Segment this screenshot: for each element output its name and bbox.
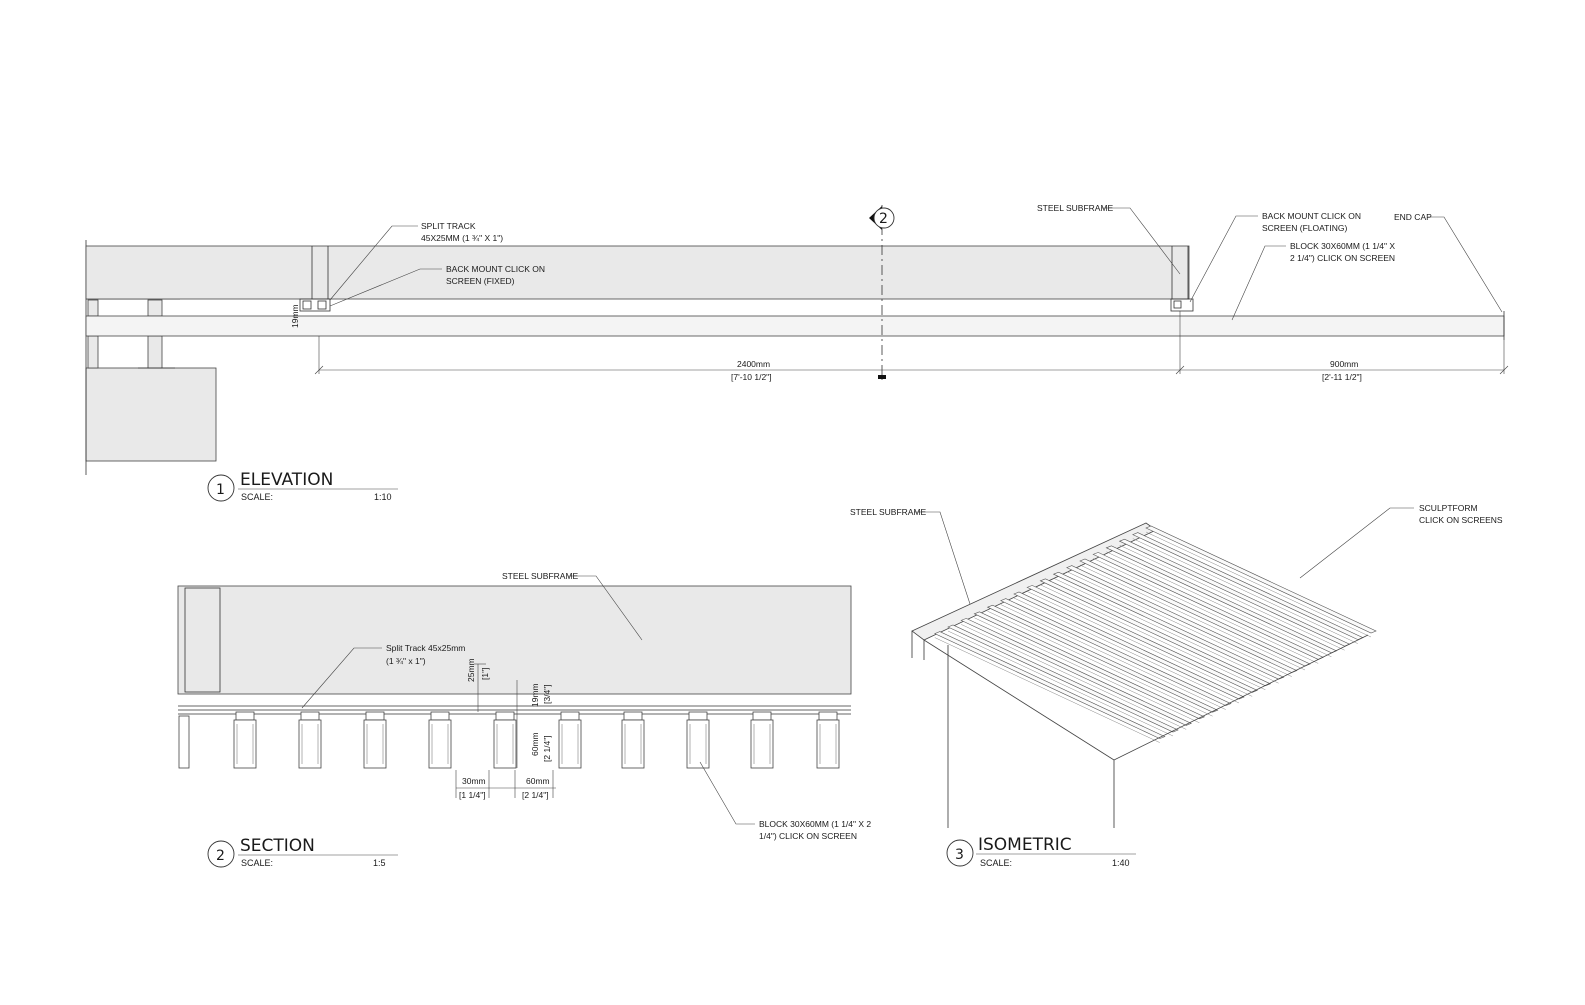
section-dimensions: 25mm [1"] 19mm [3/4"] 60mm [2 1/4"] 30mm…: [455, 658, 556, 800]
elevation-scale-value: 1:10: [374, 492, 392, 502]
elevation-floating-mount: [1170, 298, 1194, 312]
elevation-dimension: 2400mm [7'-10 1/2"] 900mm [2'-11 1/2"]: [314, 311, 1509, 382]
section-scale-value: 1:5: [373, 858, 386, 868]
note-split-track-size: 45X25MM (1 ¾" X 1"): [421, 233, 503, 243]
note-end-cap: END CAP: [1394, 212, 1432, 222]
section-steel-subframe: [177, 585, 852, 695]
elevation-wall-block: [85, 367, 217, 462]
isometric-blade: [1079, 558, 1311, 671]
dim-60mm-width-imperial: [2 1/4"]: [522, 790, 549, 800]
section-note-block: BLOCK 30X60MM (1 1/4" X 2: [759, 819, 871, 829]
dim-60mm-height-imperial: [2 1/4"]: [542, 735, 552, 762]
elevation-drawing: 19mm 2 2400mm [7'-10 1/2"] 900mm [2'-11 …: [85, 203, 1509, 475]
isometric-blade: [1026, 585, 1258, 697]
note-back-mount-fixed: BACK MOUNT CLICK ON: [446, 264, 545, 274]
isometric-blade: [947, 624, 1179, 737]
dim-cantilever-imperial: [2'-11 1/2"]: [1322, 372, 1362, 382]
section-blade: [298, 711, 322, 769]
note-split-track: SPLIT TRACK: [421, 221, 476, 231]
elevation-title-block: 1 ELEVATION SCALE: 1:10: [207, 470, 398, 502]
isometric-blade: [1000, 598, 1232, 710]
note-block: BLOCK 30X60MM (1 1/4" X: [1290, 241, 1395, 251]
dim-span-main-mm: 2400mm: [737, 359, 770, 369]
dim-19mm: 19mm: [530, 683, 540, 707]
dim-60mm-height: 60mm: [530, 732, 540, 756]
section-blade: [233, 711, 257, 769]
isometric-blade: [986, 604, 1219, 717]
section-blade: [428, 711, 452, 769]
section-blade: [178, 715, 190, 769]
dim-cantilever-mm: 900mm: [1330, 359, 1358, 369]
section-blade: [750, 711, 774, 769]
elevation-number: 1: [216, 482, 225, 498]
isometric-blade: [1052, 571, 1285, 684]
isometric-number: 3: [955, 847, 964, 863]
note-block-2: 2 1/4") CLICK ON SCREEN: [1290, 253, 1395, 263]
dim-30mm-width: 30mm: [462, 776, 486, 786]
section-note-steel-subframe: STEEL SUBFRAME: [502, 571, 579, 581]
dim-30mm-width-imperial: [1 1/4"]: [459, 790, 486, 800]
section-scale-label: SCALE:: [241, 858, 273, 868]
isometric-drawing: STEEL SUBFRAME SCULPTFORM CLICK ON SCREE…: [850, 503, 1503, 828]
section-blade: [493, 711, 517, 769]
isometric-steel-subframe: [911, 522, 1157, 641]
section-marker[interactable]: 2: [869, 206, 895, 230]
section-note-split-track: Split Track 45x25mm: [386, 643, 465, 653]
section-note-split-track-size: (1 ¾" x 1"): [386, 656, 426, 666]
section-title: SECTION: [240, 836, 315, 856]
section-number: 2: [216, 848, 225, 864]
isometric-title: ISOMETRIC: [978, 835, 1072, 855]
section-drawing: 25mm [1"] 19mm [3/4"] 60mm [2 1/4"] 30mm…: [177, 571, 871, 841]
isometric-scale-value: 1:40: [1112, 858, 1130, 868]
section-blade: [621, 711, 645, 769]
elevation-title: ELEVATION: [240, 470, 333, 490]
note-steel-subframe: STEEL SUBFRAME: [1037, 203, 1114, 213]
section-blade: [686, 711, 710, 769]
isometric-blades: [923, 525, 1377, 761]
elevation-steel-subframe: [85, 245, 1190, 300]
dim-25mm: 25mm: [466, 658, 476, 682]
section-blade: [558, 711, 582, 769]
dim-60mm-width: 60mm: [526, 776, 550, 786]
isometric-blade: [1066, 565, 1298, 677]
note-back-mount-floating: BACK MOUNT CLICK ON: [1262, 211, 1361, 221]
section-note-block-2: 1/4") CLICK ON SCREEN: [759, 831, 857, 841]
isometric-blade: [960, 618, 1192, 730]
section-title-block: 2 SECTION SCALE: 1:5: [207, 836, 398, 868]
isometric-title-block: 3 ISOMETRIC SCALE: 1:40: [946, 835, 1136, 868]
elevation-scale-label: SCALE:: [241, 492, 273, 502]
isometric-blade: [973, 611, 1206, 724]
isometric-note-sculptform-2: CLICK ON SCREENS: [1419, 515, 1503, 525]
isometric-blade: [934, 631, 1166, 743]
section-blade: [816, 711, 840, 769]
elevation-fixed-mount: [299, 298, 331, 312]
note-back-mount-fixed-2: SCREEN (FIXED): [446, 276, 515, 286]
isometric-note-sculptform: SCULPTFORM: [1419, 503, 1478, 513]
isometric-blade: [1145, 525, 1377, 638]
dim-25mm-imperial: [1"]: [480, 668, 490, 680]
svg-text:19mm: 19mm: [290, 304, 300, 328]
section-blade: [363, 711, 387, 769]
section-marker-label: 2: [879, 211, 888, 227]
dim-19mm-imperial: [3/4"]: [542, 684, 552, 704]
note-back-mount-floating-2: SCREEN (FLOATING): [1262, 223, 1347, 233]
isometric-blade: [1039, 578, 1272, 691]
dim-span-main-imperial: [7'-10 1/2"]: [731, 372, 772, 382]
isometric-scale-label: SCALE:: [980, 858, 1012, 868]
section-blades: [178, 711, 840, 769]
isometric-blade: [1013, 591, 1245, 704]
isometric-note-steel-subframe: STEEL SUBFRAME: [850, 507, 927, 517]
